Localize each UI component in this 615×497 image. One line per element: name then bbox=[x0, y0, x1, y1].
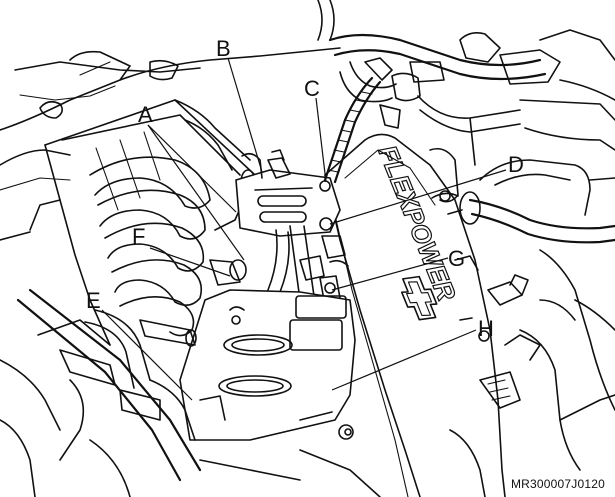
callout-h: H bbox=[478, 316, 494, 341]
fuel-line-c bbox=[323, 76, 382, 184]
leader-line-b bbox=[227, 57, 263, 173]
callout-d: D bbox=[508, 152, 524, 177]
callout-c: C bbox=[304, 76, 320, 101]
leader-line-h bbox=[331, 329, 477, 391]
flexpower-emboss: FLEXPOWER bbox=[372, 141, 462, 305]
leader-line-c bbox=[315, 97, 327, 183]
leader-line-d bbox=[329, 169, 507, 225]
callout-e: E bbox=[86, 288, 101, 313]
callout-a: A bbox=[138, 102, 153, 127]
leader-line-f bbox=[149, 247, 231, 277]
leader-line-e bbox=[101, 309, 193, 401]
upper-bay-outline bbox=[0, 47, 341, 241]
intake-manifold bbox=[29, 99, 256, 346]
callout-f: F bbox=[132, 224, 145, 249]
callout-b: B bbox=[216, 36, 231, 61]
leader-lines bbox=[101, 57, 507, 401]
leader-line-g bbox=[331, 257, 449, 291]
lower-plate bbox=[179, 289, 356, 441]
leader-line-a bbox=[147, 124, 237, 213]
upper-hoses bbox=[317, 0, 615, 151]
connector-details bbox=[329, 192, 463, 267]
upper-plate-b bbox=[235, 149, 341, 237]
bowtie-emblem bbox=[400, 275, 438, 321]
leader-line-a-2 bbox=[147, 124, 245, 261]
figure-code: MR300007J0120 bbox=[510, 477, 605, 491]
callout-labels: A B C D E F G H bbox=[86, 36, 524, 341]
callout-g: G bbox=[448, 246, 465, 271]
lower-left-harness bbox=[0, 288, 381, 497]
